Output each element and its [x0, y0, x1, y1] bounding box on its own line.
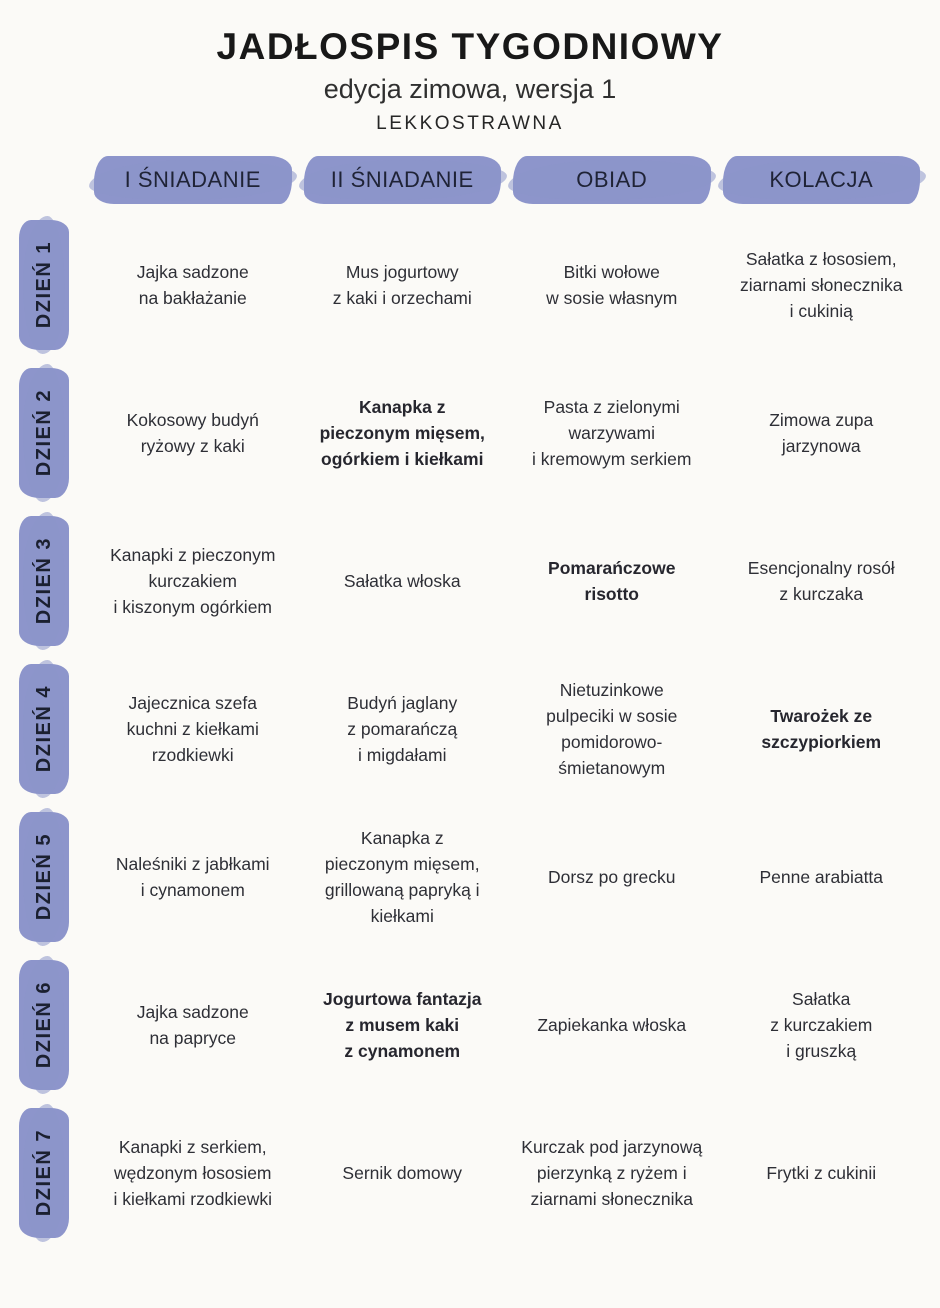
- meal-cell: Kokosowy budyń ryżowy z kaki: [126, 409, 259, 456]
- day-label-text: DZIEŃ 1: [32, 241, 55, 329]
- brush-stroke: [722, 156, 920, 204]
- meal-cell: Pomarańczowe risotto: [548, 557, 676, 604]
- column-header-i-sniadanie: I ŚNIADANIE: [88, 149, 298, 211]
- day-label-text: DZIEŃ 2: [32, 389, 55, 477]
- meal-cell: Nietuzinkowe pulpeciki w sosie pomidorow…: [546, 679, 678, 779]
- day-label-text: DZIEŃ 3: [32, 537, 55, 625]
- meal-cell: Penne arabiatta: [759, 866, 884, 887]
- brush-stroke: [19, 220, 69, 350]
- day-label-2: DZIEŃ 2: [0, 359, 88, 507]
- brush-stroke: [303, 156, 501, 204]
- brush-stroke: [19, 960, 69, 1090]
- menu-grid: I ŚNIADANIE II ŚNIADANIE OBIAD KOLACJA D…: [0, 149, 940, 1247]
- brush-stroke: [19, 812, 69, 942]
- meal-cell: Kanapki z pieczonym kurczakiem i kiszony…: [110, 544, 276, 618]
- column-header-label: KOLACJA: [769, 167, 874, 192]
- brush-stroke: [19, 664, 69, 794]
- brush-stroke: [94, 156, 292, 204]
- column-header-label: I ŚNIADANIE: [124, 167, 261, 192]
- meal-cell: Zimowa zupa jarzynowa: [769, 409, 874, 456]
- meal-cell: Kanapki z serkiem, wędzonym łososiem i k…: [113, 1136, 272, 1210]
- day-label-1: DZIEŃ 1: [0, 211, 88, 359]
- meal-cell: Frytki z cukinii: [766, 1162, 877, 1183]
- page-tagline: LEKKOSTRAWNA: [376, 113, 564, 134]
- meal-cell: Jajka sadzone na bakłażanie: [136, 261, 249, 308]
- column-header-label: OBIAD: [576, 167, 648, 192]
- day-label-text: DZIEŃ 5: [32, 833, 55, 921]
- day-label-4: DZIEŃ 4: [0, 655, 88, 803]
- brush-stroke: [19, 1108, 69, 1238]
- column-header-label: II ŚNIADANIE: [330, 167, 474, 192]
- meal-cell: Sałatka z kurczakiem i gruszką: [770, 988, 873, 1062]
- meal-cell: Kurczak pod jarzynową pierzynką z ryżem …: [521, 1136, 703, 1210]
- brush-stroke: [19, 368, 69, 498]
- meal-cell: Budyń jaglany z pomarańczą i migdałami: [347, 692, 458, 766]
- day-label-5: DZIEŃ 5: [0, 803, 88, 951]
- meal-cell: Bitki wołowe w sosie własnym: [546, 261, 678, 308]
- day-label-text: DZIEŃ 4: [32, 685, 55, 773]
- meal-cell: Kanapka z pieczonym mięsem, grillowaną p…: [324, 827, 480, 927]
- day-label-7: DZIEŃ 7: [0, 1099, 88, 1247]
- title-block: JADŁOSPIS TYGODNIOWY edycja zimowa, wers…: [0, 26, 940, 135]
- meal-cell: Zapiekanka włoska: [537, 1014, 687, 1035]
- page-title: JADŁOSPIS TYGODNIOWY: [216, 26, 724, 67]
- meal-cell: Jogurtowa fantazja z musem kaki z cynamo…: [323, 988, 482, 1062]
- page-subtitle: edycja zimowa, wersja 1: [323, 74, 617, 104]
- meal-cell: Jajka sadzone na papryce: [136, 1001, 249, 1048]
- meal-cell: Naleśniki z jabłkami i cynamonem: [115, 853, 270, 900]
- meal-cell: Kanapka z pieczonym mięsem, ogórkiem i k…: [319, 396, 485, 470]
- meal-cell: Esencjonalny rosół z kurczaka: [747, 557, 895, 604]
- meal-cell: Sałatka z łososiem, ziarnami słonecznika…: [740, 248, 903, 322]
- day-label-3: DZIEŃ 3: [0, 507, 88, 655]
- meal-cell: Twarożek ze szczypiorkiem: [761, 705, 882, 752]
- column-header-kolacja: KOLACJA: [717, 149, 927, 211]
- meal-cell: Pasta z zielonymi warzywami i kremowym s…: [532, 396, 692, 470]
- meal-cell: Sałatka włoska: [343, 570, 461, 591]
- grid-corner: [0, 149, 88, 211]
- day-label-text: DZIEŃ 6: [32, 981, 55, 1069]
- brush-stroke: [513, 156, 711, 204]
- meal-cell: Jajecznica szefa kuchni z kiełkami rzodk…: [126, 692, 259, 766]
- brush-stroke: [19, 516, 69, 646]
- meal-cell: Mus jogurtowy z kaki i orzechami: [332, 261, 472, 308]
- day-label-6: DZIEŃ 6: [0, 951, 88, 1099]
- column-header-ii-sniadanie: II ŚNIADANIE: [298, 149, 508, 211]
- column-header-obiad: OBIAD: [507, 149, 717, 211]
- meal-cell: Sernik domowy: [342, 1162, 463, 1183]
- meal-cell: Dorsz po grecku: [548, 866, 676, 887]
- day-label-text: DZIEŃ 7: [32, 1129, 55, 1217]
